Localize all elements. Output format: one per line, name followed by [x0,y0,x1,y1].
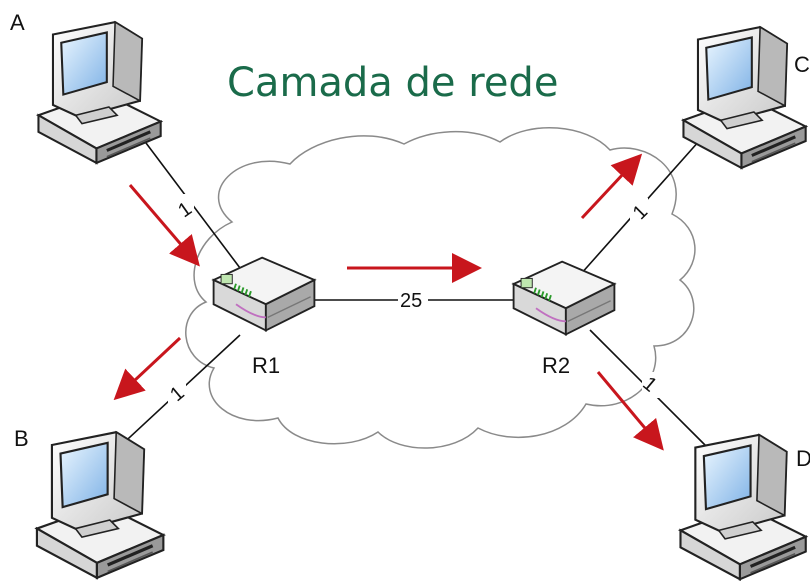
desktop-computer-icon [36,20,163,165]
desktop-computer-icon [678,433,808,581]
host-b: B [14,426,165,580]
desktop-computer-icon [35,430,165,580]
cost-label-r1-r2: 25 [400,290,422,312]
host-d-label: D [796,446,810,471]
host-d: D [678,433,810,581]
router-r2: R2 [512,260,616,378]
page-title: Camada de rede [227,60,558,106]
network-cloud [185,127,696,449]
router-r1-label: R1 [252,353,280,378]
host-a: A [10,10,163,165]
flow-arrow-r1-to-b [113,336,182,401]
flow-arrow-r2-to-c [580,153,643,220]
desktop-computer-icon [681,25,808,170]
router-r2-label: R2 [542,353,570,378]
router-r1: R1 [212,256,316,378]
host-c: C [681,25,810,170]
flow-arrow-a-to-r1 [128,184,200,267]
host-a-label: A [10,10,25,35]
host-c-label: C [794,52,810,77]
host-b-label: B [14,426,29,451]
flow-arrow-r2-to-d [596,371,664,451]
